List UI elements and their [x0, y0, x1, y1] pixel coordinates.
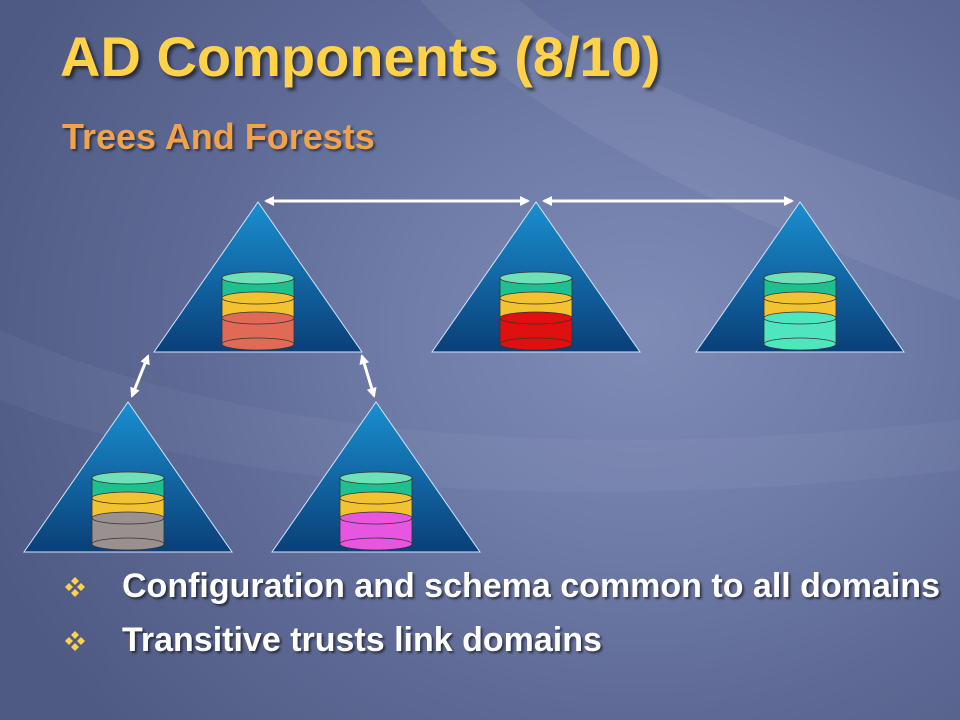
domain-tree-root-c [695, 201, 905, 353]
database-icon [221, 271, 295, 351]
slide-subtitle: Trees And Forests [62, 116, 375, 157]
database-icon [91, 471, 165, 551]
slide-title: AD Components (8/10) [60, 25, 661, 88]
bullet-item-transitive-trusts: Transitive trusts link domains [60, 620, 940, 660]
four-diamond-bullet-icon [65, 577, 85, 597]
bullet-list: Configuration and schema common to all d… [60, 566, 940, 674]
four-diamond-bullet-icon [65, 631, 85, 651]
database-icon [763, 271, 837, 351]
bullet-item-configuration: Configuration and schema common to all d… [60, 566, 940, 606]
trust-arrow-root-a-child-a2 [359, 354, 377, 398]
domain-tree-child-a2 [271, 401, 481, 553]
domain-tree-root-a [153, 201, 363, 353]
domain-tree-child-a1 [23, 401, 233, 553]
trust-arrow-root-a-child-a1 [130, 354, 150, 398]
domain-tree-root-b [431, 201, 641, 353]
bullet-text: Transitive trusts link domains [122, 621, 602, 659]
database-icon [339, 471, 413, 551]
database-icon [499, 271, 573, 351]
bullet-text: Configuration and schema common to all d… [122, 567, 940, 605]
